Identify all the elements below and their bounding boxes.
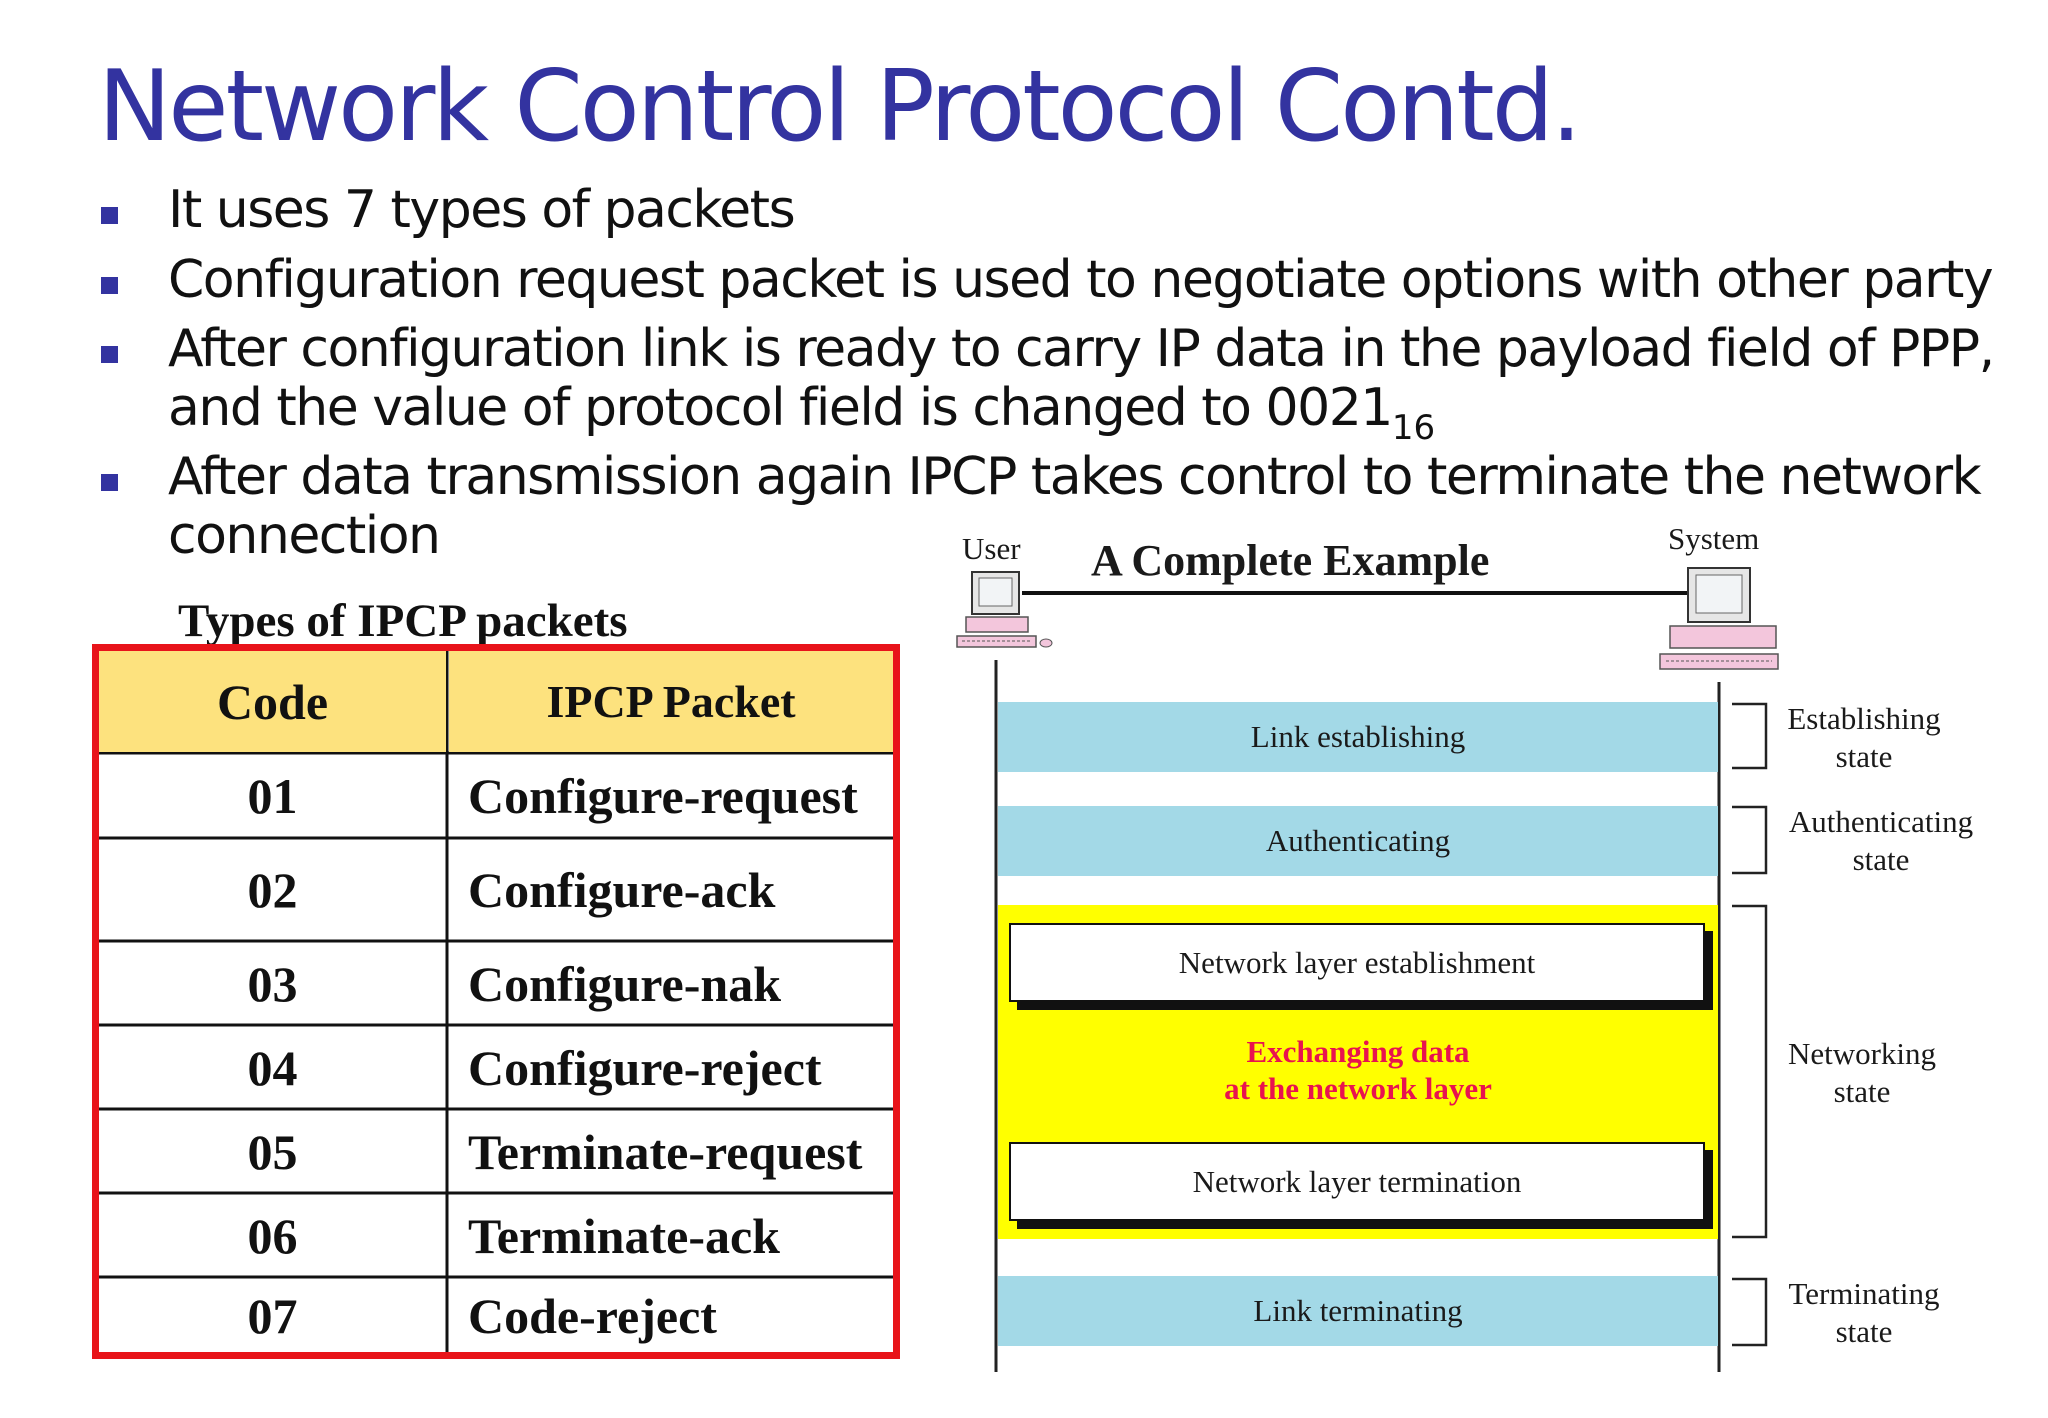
establishing-bracket [1732,702,1768,770]
establishing-state-label: Establishing state [1774,700,1954,776]
link-terminating-band: Link terminating [998,1276,1718,1346]
state-label-line: state [1852,841,1910,877]
network-layer-termination-box: Network layer termination [1009,1142,1705,1221]
row-packet: Configure-reject [468,1039,822,1096]
row-packet: Configure-ack [468,862,776,918]
state-label-line: Terminating [1788,1276,1940,1311]
row-packet: Code-reject [468,1287,717,1344]
row-code: 07 [247,1287,298,1344]
state-label-line: Authenticating [1788,804,1974,839]
bullet-marker [101,346,118,363]
slide-title: Network Control Protocol Contd. [98,50,1582,164]
authenticating-band: Authenticating [998,806,1718,876]
bullet-4: After data transmission again IPCP takes… [168,447,1982,507]
ipcp-packet-table: Code IPCP Packet 01 Configure-request 02… [92,644,900,1359]
diagram-title: A Complete Example [1091,536,1490,585]
bullet-marker [101,207,118,224]
terminating-state-label: Terminating state [1774,1275,1954,1351]
bullet-3-line2-text: and the value of protocol field is chang… [168,378,1393,438]
authenticating-state-label: Authenticating state [1774,803,1988,879]
row-code: 02 [247,862,298,918]
networking-bracket [1732,904,1768,1239]
user-computer-icon [956,571,1053,648]
table-grid-lines [99,651,893,1352]
system-computer-icon [1659,567,1779,670]
state-label-line: state [1835,1313,1893,1349]
row-code: 03 [247,955,298,1012]
state-label-line: state [1833,1073,1891,1109]
authenticating-label: Authenticating [1265,823,1451,858]
subscript-base: 16 [1391,408,1436,448]
system-label: System [1668,521,1760,556]
header-ipcp-packet: IPCP Packet [449,651,893,752]
state-label-line: state [1835,738,1893,774]
link-terminating-label: Link terminating [1253,1293,1463,1328]
bullet-2: Configuration request packet is used to … [168,250,1994,310]
bullet-marker [101,474,118,491]
network-layer-termination-label: Network layer termination [1192,1163,1522,1199]
user-label: User [962,531,1021,566]
terminating-bracket [1732,1277,1768,1347]
authenticating-bracket [1732,805,1768,875]
bullet-3-continuation: and the value of protocol field is chang… [168,382,1435,445]
exchanging-data-text: Exchanging data at the network layer [998,1033,1718,1113]
bullet-4-continuation: connection [168,506,441,566]
network-layer-establishment-box: Network layer establishment [1009,923,1705,1002]
link-establishing-band: Link establishing [998,702,1718,772]
exchanging-line-2: at the network layer [1224,1071,1492,1107]
bullet-marker [101,277,118,294]
link-establishing-label: Link establishing [1250,719,1466,754]
state-label-line: Establishing [1787,701,1941,736]
network-layer-establishment-label: Network layer establishment [1178,944,1536,980]
row-code: 05 [247,1123,298,1180]
row-code: 04 [247,1039,298,1096]
row-packet: Configure-request [468,768,858,824]
table-caption: Types of IPCP packets [178,595,628,647]
bullet-3: After configuration link is ready to car… [168,319,1995,379]
networking-state-label: Networking state [1774,1035,1950,1111]
bullet-1: It uses 7 types of packets [168,180,796,240]
state-label-line: Networking [1787,1036,1937,1071]
row-packet: Configure-nak [468,955,782,1012]
row-code: 01 [247,768,298,824]
row-packet: Terminate-request [468,1123,863,1180]
exchanging-line-1: Exchanging data [1246,1034,1470,1069]
row-code: 06 [247,1207,298,1264]
header-code: Code [99,651,446,752]
row-packet: Terminate-ack [468,1207,780,1264]
